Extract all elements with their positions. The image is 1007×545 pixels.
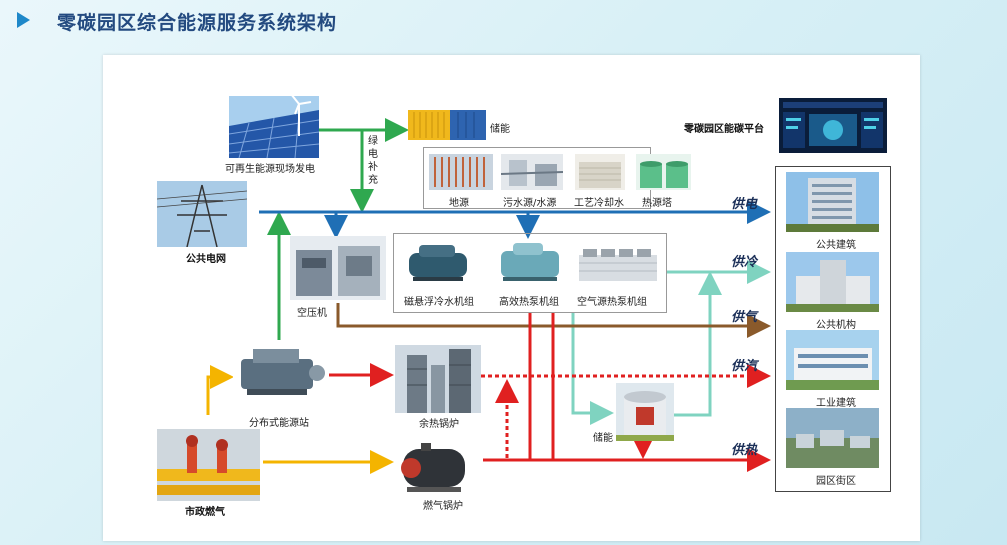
green-supplement-label: 绿电补充 (368, 136, 378, 186)
supply-label-gas: 供气 (731, 310, 758, 325)
gas-pipeline-image (157, 429, 260, 501)
waste-heat-boiler-image (395, 345, 481, 413)
compressor-label: 空压机 (297, 308, 327, 319)
chiller-label-2: 空气源热泵机组 (577, 297, 647, 308)
heat-source-label-2: 工艺冷却水 (574, 198, 624, 209)
solar-wind-image (229, 96, 319, 158)
flow-lines (206, 118, 771, 474)
building-label-0: 公共建筑 (816, 240, 856, 251)
supply-label-cooling: 供冷 (731, 255, 758, 270)
platform-label: 零碳园区能碳平台 (684, 124, 764, 135)
chiller-label-1: 高效热泵机组 (499, 297, 559, 308)
header-triangle-icon (17, 12, 30, 28)
ground-source-image (429, 154, 493, 190)
park-district-image (786, 408, 879, 468)
process-cooling-image (575, 154, 625, 190)
air-compressor-image (290, 236, 386, 300)
gas-to-distributed (206, 365, 234, 415)
heat-tower-image (636, 154, 691, 190)
air-source-heat-pump-image (577, 245, 659, 283)
maglev-chiller-image (403, 239, 473, 285)
gas-label: 市政燃气 (185, 507, 225, 518)
heat-pump-image (495, 239, 565, 285)
buildings-box (775, 166, 891, 492)
storage-tank-image (616, 383, 674, 441)
gas-boiler-image (397, 439, 471, 495)
public-building-image (786, 172, 879, 232)
storage-tank-label: 储能 (593, 433, 613, 444)
container-storage-image (408, 110, 486, 140)
distributed-station-image (233, 341, 329, 401)
cooling-return (673, 271, 722, 417)
platform-dashboard-image (779, 98, 887, 153)
air-line (336, 303, 771, 338)
heat-source-label-0: 地源 (449, 198, 469, 209)
building-label-3: 园区街区 (816, 476, 856, 487)
distributed-label: 分布式能源站 (249, 418, 309, 429)
heat-source-label-3: 热源塔 (642, 198, 672, 209)
supply-label-heat: 供热 (731, 443, 758, 458)
supply-label-steam: 供汽 (731, 359, 758, 374)
waste-boiler-label: 余热锅炉 (419, 419, 459, 430)
storage-top-label: 储能 (490, 124, 510, 135)
architecture-diagram: 可再生能源现场发电 储能 绿电补充 零碳园区能碳平台 地源 (103, 55, 920, 541)
power-tower-image (157, 181, 247, 247)
building-label-2: 工业建筑 (816, 398, 856, 409)
page-title: 零碳园区综合能源服务系统架构 (57, 12, 338, 34)
chillers-box (393, 233, 667, 313)
grid-label: 公共电网 (186, 254, 226, 265)
cooling-to-storage (571, 313, 614, 425)
industrial-building-image (786, 330, 879, 390)
sewage-source-image (501, 154, 563, 190)
renewable-label: 可再生能源现场发电 (225, 164, 315, 175)
building-label-1: 公共机构 (816, 320, 856, 331)
public-institution-image (786, 252, 879, 312)
heat-source-label-1: 污水源/水源 (503, 198, 557, 209)
supply-label-power: 供电 (731, 197, 758, 212)
chiller-label-0: 磁悬浮冷水机组 (404, 297, 474, 308)
gas-boiler-label: 燃气锅炉 (423, 501, 463, 512)
